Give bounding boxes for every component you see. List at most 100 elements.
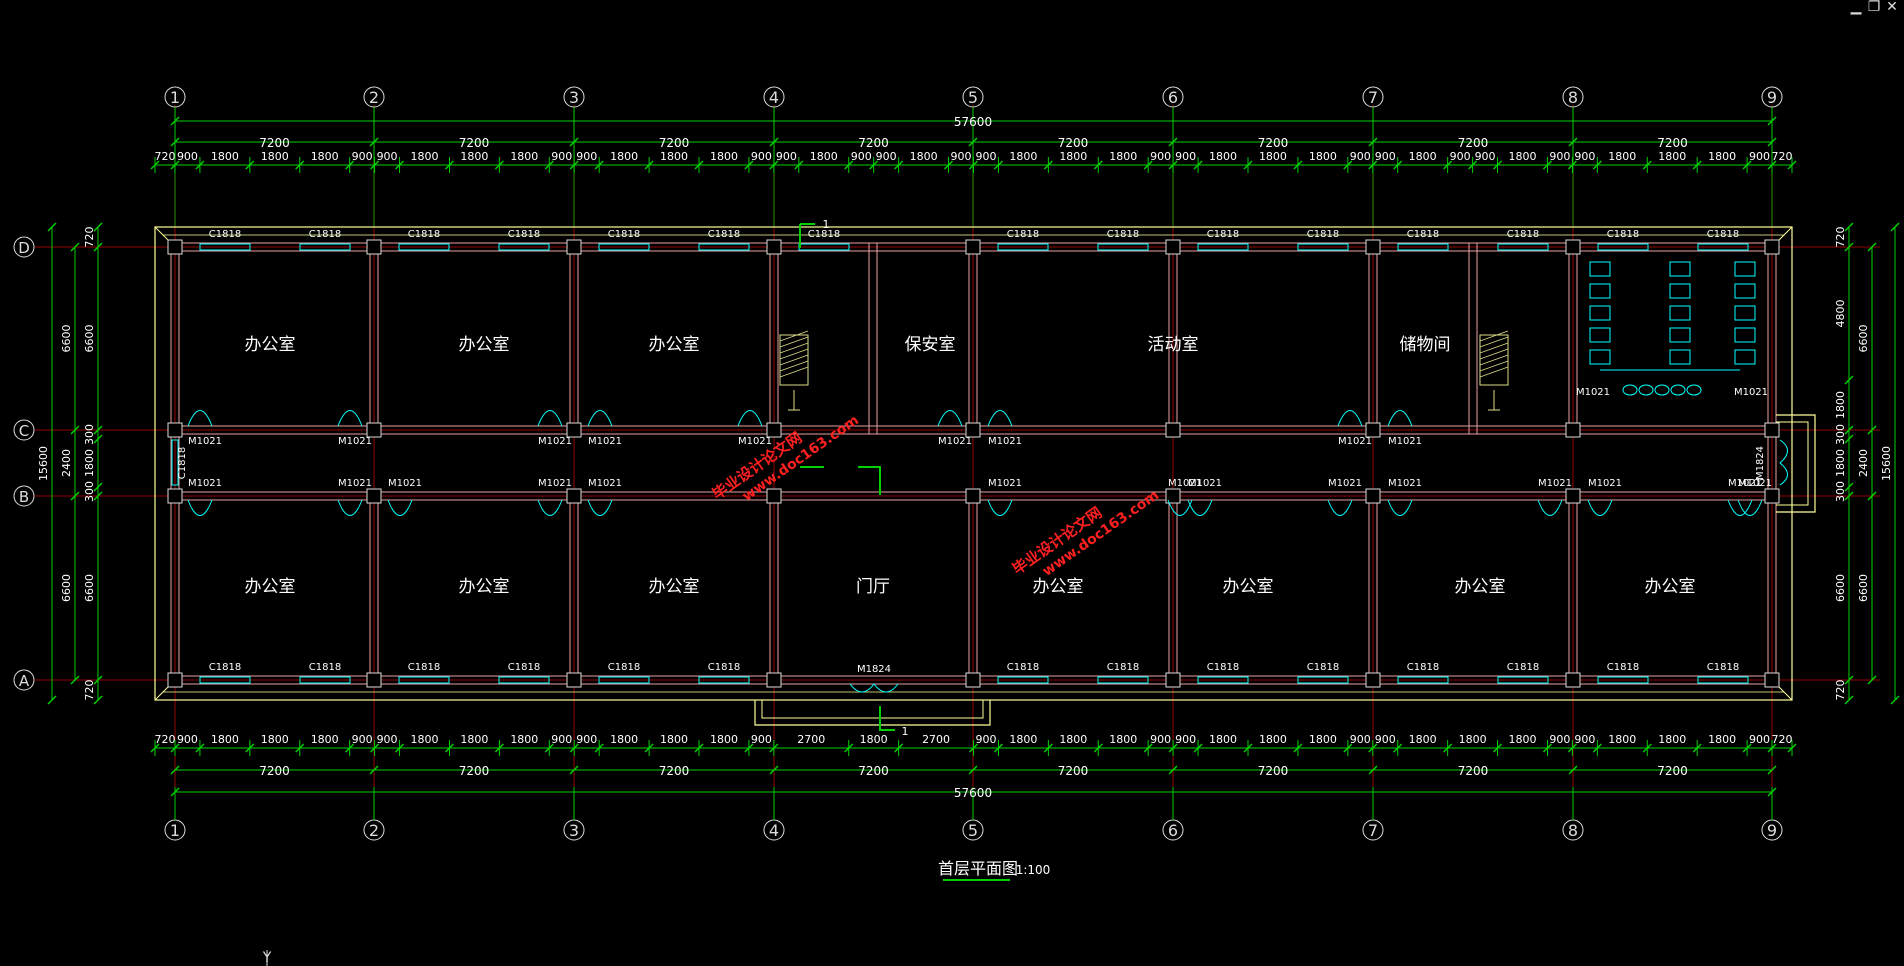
column [1365, 672, 1381, 688]
detail-dimension-top-label: 900 [177, 150, 198, 163]
dimension-slash [370, 743, 380, 753]
detail-dimension-top-label: 720 [1772, 150, 1793, 163]
door-swing [337, 410, 363, 427]
detail-dimension-bottom-label: 1800 [311, 733, 339, 746]
window [199, 243, 251, 251]
door-swing [537, 499, 563, 516]
dimension-slash [1867, 675, 1877, 685]
detail-dimension-bottom-label: 1800 [860, 733, 888, 746]
axis-label: 9 [1767, 821, 1777, 840]
dimension-slash [1844, 482, 1854, 492]
window-label: C1818 [508, 229, 540, 240]
door-swing [537, 410, 563, 427]
dimension-slash [170, 116, 180, 126]
detail-dimension-bottom-label: 900 [1549, 733, 1570, 746]
window [299, 243, 351, 251]
detail-dimension-bottom-label: 1800 [1608, 733, 1636, 746]
dimension-slash [1568, 765, 1578, 775]
door-label: M1021 [1168, 478, 1202, 489]
dimension-slash [1343, 160, 1353, 170]
dimension-slash [1890, 695, 1900, 705]
right-inner-label: 4800 [1834, 300, 1847, 328]
dimension-slash [968, 137, 978, 147]
door-label: M1824 [1755, 446, 1766, 480]
window-label: C1818 [1707, 229, 1739, 240]
detail-dimension-bottom-label: 900 [975, 733, 996, 746]
detail-dimension-top-label: 1800 [660, 150, 688, 163]
dimension-slash [1787, 160, 1797, 170]
right-inner-label: 300 [1834, 481, 1847, 502]
door-swing [1587, 499, 1613, 516]
dimension-slash [844, 160, 854, 170]
room-name: 办公室 [649, 577, 700, 597]
room-name: 办公室 [1033, 577, 1084, 597]
dimension-slash [1844, 434, 1854, 444]
window-label: C1818 [1207, 229, 1239, 240]
window-label: C1818 [608, 662, 640, 673]
axis-label: 6 [1168, 821, 1178, 840]
dimension-slash [295, 160, 305, 170]
window [1097, 243, 1149, 251]
door-label: M1021 [1734, 387, 1768, 398]
detail-dimension-top-label: 720 [154, 150, 175, 163]
close-icon[interactable]: ✕ [1886, 0, 1898, 15]
detail-dimension-top-label: 1800 [1658, 150, 1686, 163]
door-label: M1021 [738, 436, 772, 447]
axis-bubble [13, 485, 35, 507]
window [1697, 676, 1749, 684]
detail-dimension-top-label: 1800 [1409, 150, 1437, 163]
side-steps [1776, 414, 1816, 513]
door-swing [1387, 499, 1413, 516]
left-inner-label: 300 [83, 424, 96, 445]
dimension-slash [494, 743, 504, 753]
detail-dimension-top-label: 1800 [1508, 150, 1536, 163]
window-label: C1818 [708, 229, 740, 240]
detail-dimension-top-label: 900 [1549, 150, 1570, 163]
dimension-slash [1844, 675, 1854, 685]
dimension-slash [369, 765, 379, 775]
dimension-slash [1368, 743, 1378, 753]
section-mark [879, 706, 895, 731]
column [167, 239, 183, 255]
dimension-slash [844, 743, 854, 753]
window-label: C1818 [1007, 662, 1039, 673]
entrance-door [849, 683, 899, 693]
column [167, 488, 183, 504]
window [1497, 243, 1549, 251]
stair-tread [1479, 366, 1509, 378]
bay-dimension-bottom: 7200 [858, 764, 889, 778]
side-door [1779, 439, 1788, 486]
room-name: 办公室 [245, 335, 296, 355]
side-steps [1776, 421, 1809, 506]
dimension-slash [1867, 242, 1877, 252]
window-label: C1818 [608, 229, 640, 240]
detail-dimension-top-label: 1800 [261, 150, 289, 163]
detail-dimension-bottom-label: 1800 [1059, 733, 1087, 746]
window [997, 676, 1049, 684]
left-mid-label: 2400 [60, 449, 73, 477]
door-swing [1737, 499, 1763, 516]
door-label: M1824 [857, 664, 891, 675]
window [398, 676, 450, 684]
axis-label: A [19, 672, 30, 690]
restore-icon[interactable]: ❐ [1867, 0, 1881, 15]
dimension-slash [644, 743, 654, 753]
window-label: C1818 [209, 662, 241, 673]
toilet-fixture [1589, 283, 1611, 299]
detail-dimension-bottom-label: 2700 [797, 733, 825, 746]
toilet-fixture [1734, 327, 1756, 343]
section-cut [800, 466, 881, 495]
dimension-slash [1767, 787, 1777, 797]
column [1165, 239, 1181, 255]
left-mid-label: 6600 [60, 325, 73, 353]
door-label: M1021 [338, 436, 372, 447]
detail-dimension-bottom-label: 1800 [1109, 733, 1137, 746]
right-inner-label: 720 [1834, 227, 1847, 248]
room-name: 办公室 [245, 577, 296, 597]
dimension-slash [769, 743, 779, 753]
room-name: 活动室 [1148, 335, 1199, 355]
minimize-icon[interactable]: ▁ [1850, 0, 1862, 15]
stair-tread [1479, 330, 1509, 342]
window [997, 243, 1049, 251]
detail-dimension-bottom-label: 900 [1375, 733, 1396, 746]
